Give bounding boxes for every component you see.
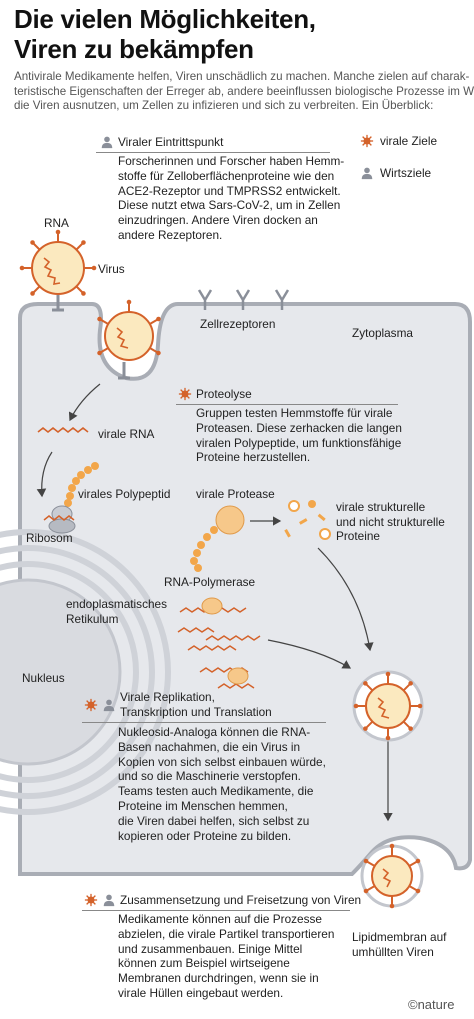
viral-protease bbox=[190, 505, 245, 572]
virus-assembled bbox=[352, 670, 424, 742]
section3-heading: Virale Replikation, Transkription und Tr… bbox=[84, 690, 272, 719]
virus-icon bbox=[178, 387, 192, 401]
section3-text: Nukleosid-Analoga können die RNA-Basen n… bbox=[118, 725, 326, 843]
label-viral-rna: virale RNA bbox=[98, 427, 155, 441]
label-cell-receptors: Zellrezeptoren bbox=[200, 317, 276, 331]
label-viral-protease: virale Protease bbox=[196, 487, 275, 501]
person-icon bbox=[103, 894, 115, 907]
label-cytoplasm: Zytoplasma bbox=[352, 326, 413, 340]
rna-polymerase bbox=[201, 597, 223, 615]
title-line-2: Viren zu bekämpfen bbox=[14, 34, 254, 64]
title-line-1: Die vielen Möglichkeiten, bbox=[14, 4, 316, 34]
section1-text: Forscherinnen und Forscher haben Hemm-st… bbox=[118, 154, 345, 242]
legend-host: Wirtsziele bbox=[360, 166, 431, 180]
legend-viral: virale Ziele bbox=[360, 134, 437, 148]
person-icon bbox=[361, 167, 373, 180]
virus-entering bbox=[95, 298, 163, 361]
label-virus: Virus bbox=[98, 262, 125, 276]
virus-released bbox=[360, 842, 424, 910]
cell-body bbox=[18, 302, 472, 876]
divider bbox=[82, 910, 350, 911]
polypeptide-chain bbox=[64, 462, 99, 507]
label-viral-polypeptide: virales Polypeptid bbox=[78, 487, 171, 501]
section2-heading: Proteolyse bbox=[178, 387, 252, 401]
virus-icon bbox=[84, 698, 98, 711]
viral-rna-strand bbox=[37, 426, 89, 434]
divider bbox=[82, 722, 326, 723]
person-icon bbox=[103, 699, 115, 711]
person-icon bbox=[101, 136, 113, 149]
intro-text: Antivirale Medikamente helfen, Viren uns… bbox=[14, 70, 474, 112]
label-ribosome: Ribosom bbox=[26, 531, 73, 545]
label-rna: RNA bbox=[44, 216, 69, 230]
virus-outside bbox=[18, 228, 98, 298]
virus-icon bbox=[84, 893, 98, 907]
divider bbox=[176, 404, 398, 405]
ribosome bbox=[43, 505, 76, 534]
section4-heading: Zusammensetzung und Freisetzung von Vire… bbox=[84, 893, 361, 907]
label-rna-polymerase: RNA-Polymerase bbox=[164, 575, 256, 589]
divider bbox=[96, 152, 330, 153]
cell-receptors bbox=[197, 289, 290, 310]
label-nucleus: Nukleus bbox=[22, 671, 65, 685]
page-title: Die vielen Möglichkeiten, Viren zu bekäm… bbox=[14, 4, 464, 64]
credit: ©nature bbox=[408, 997, 455, 1012]
virus-icon bbox=[360, 134, 374, 148]
nucleus-graphic bbox=[0, 529, 171, 815]
section1-heading: Viraler Eintrittspunkt bbox=[100, 135, 223, 149]
protein-fragments bbox=[284, 500, 331, 540]
